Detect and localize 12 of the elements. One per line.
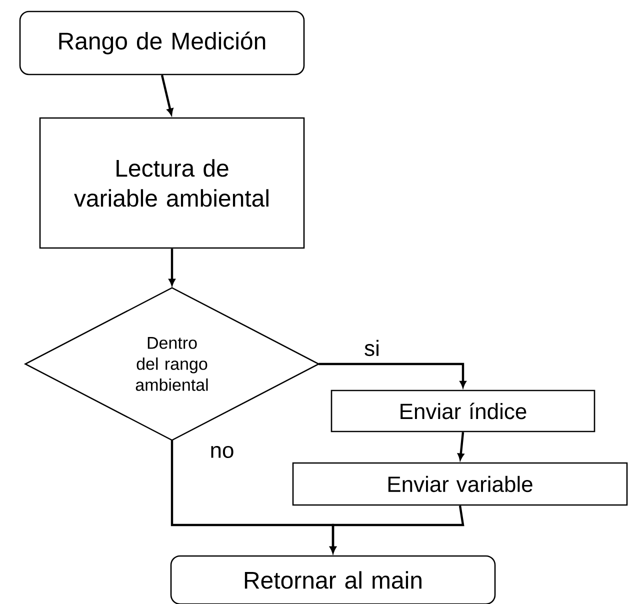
process-box: Enviar variable <box>292 462 628 506</box>
arrow <box>160 74 174 116</box>
process-box: Lectura de variable ambiental <box>39 117 305 249</box>
edge-label: no <box>208 444 236 460</box>
arrow <box>168 248 176 286</box>
terminal-box: Rango de Medición <box>19 10 305 76</box>
arrow <box>458 432 464 460</box>
process-box: Enviar índice <box>330 390 596 432</box>
terminal-box: Retornar al main <box>170 555 496 604</box>
arrow <box>318 362 466 388</box>
edge-label: si <box>363 338 381 358</box>
arrow <box>330 505 464 554</box>
